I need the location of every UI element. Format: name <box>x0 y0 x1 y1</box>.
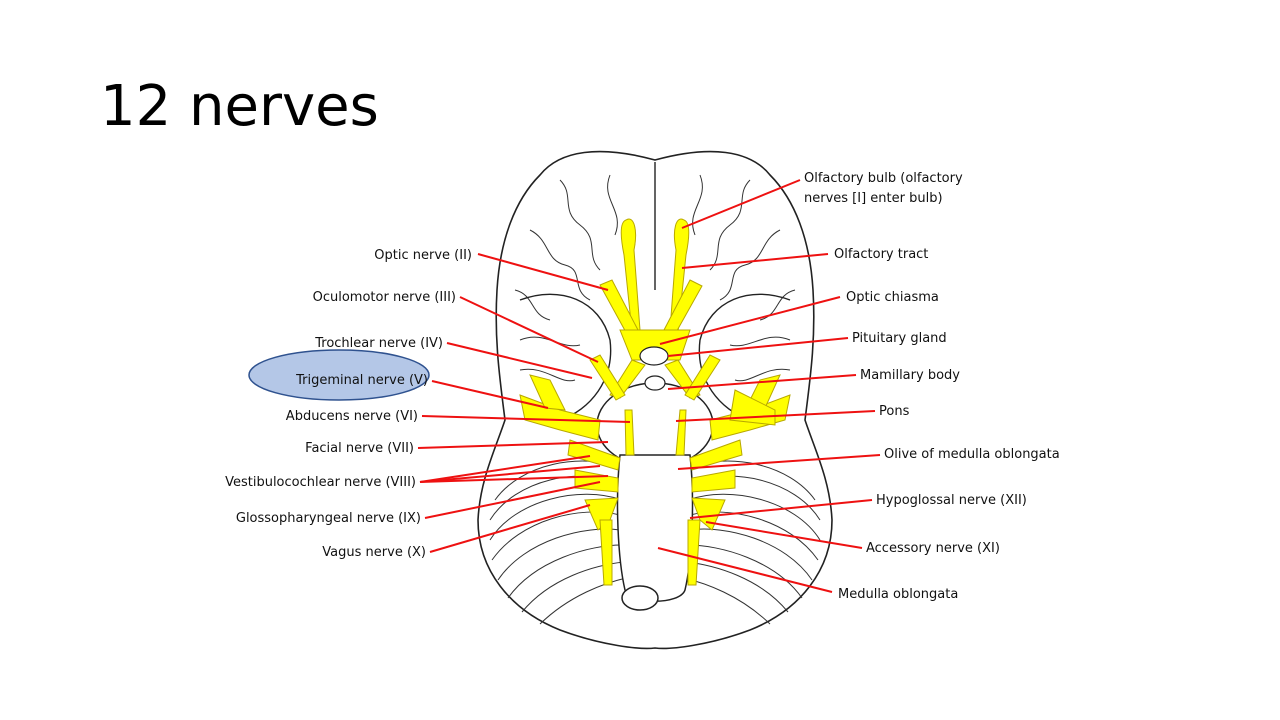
label-pons: Pons <box>879 404 910 419</box>
label-hypoglossal-nerve: Hypoglossal nerve (XII) <box>876 493 1027 508</box>
label-olive: Olive of medulla oblongata <box>884 447 1060 462</box>
label-medulla-oblongata: Medulla oblongata <box>838 587 958 602</box>
mamillary-body <box>644 375 666 391</box>
left-labels: Optic nerve (II) Oculomotor nerve (III) … <box>225 248 472 560</box>
slide-title: 12 nerves <box>100 74 379 139</box>
label-vestibulocochlear-nerve: Vestibulocochlear nerve (VIII) <box>225 475 416 490</box>
label-abducens-nerve: Abducens nerve (VI) <box>286 409 418 424</box>
label-mamillary-body: Mamillary body <box>860 368 960 383</box>
trigeminal-highlight <box>248 349 430 401</box>
label-trochlear-nerve: Trochlear nerve (IV) <box>314 336 443 351</box>
right-labels: Olfactory bulb (olfactory nerves [I] ent… <box>804 171 1060 602</box>
leader-lines <box>417 179 881 593</box>
label-vagus-nerve: Vagus nerve (X) <box>322 545 426 560</box>
label-glossopharyngeal-nerve: Glossopharyngeal nerve (IX) <box>236 511 421 526</box>
label-olfactory-tract: Olfactory tract <box>834 247 928 262</box>
label-olfactory-bulb-2: nerves [I] enter bulb) <box>804 191 943 206</box>
label-optic-chiasma: Optic chiasma <box>846 290 939 305</box>
label-pituitary-gland: Pituitary gland <box>852 331 947 346</box>
pituitary-gland <box>639 346 669 366</box>
label-trigeminal-nerve: Trigeminal nerve (V) <box>295 373 428 388</box>
label-accessory-nerve: Accessory nerve (XI) <box>866 541 1000 556</box>
label-oculomotor-nerve: Oculomotor nerve (III) <box>313 290 456 305</box>
label-olfactory-bulb-1: Olfactory bulb (olfactory <box>804 171 963 186</box>
label-optic-nerve: Optic nerve (II) <box>374 248 472 263</box>
label-facial-nerve: Facial nerve (VII) <box>305 441 414 456</box>
gyri-lines <box>514 174 796 382</box>
